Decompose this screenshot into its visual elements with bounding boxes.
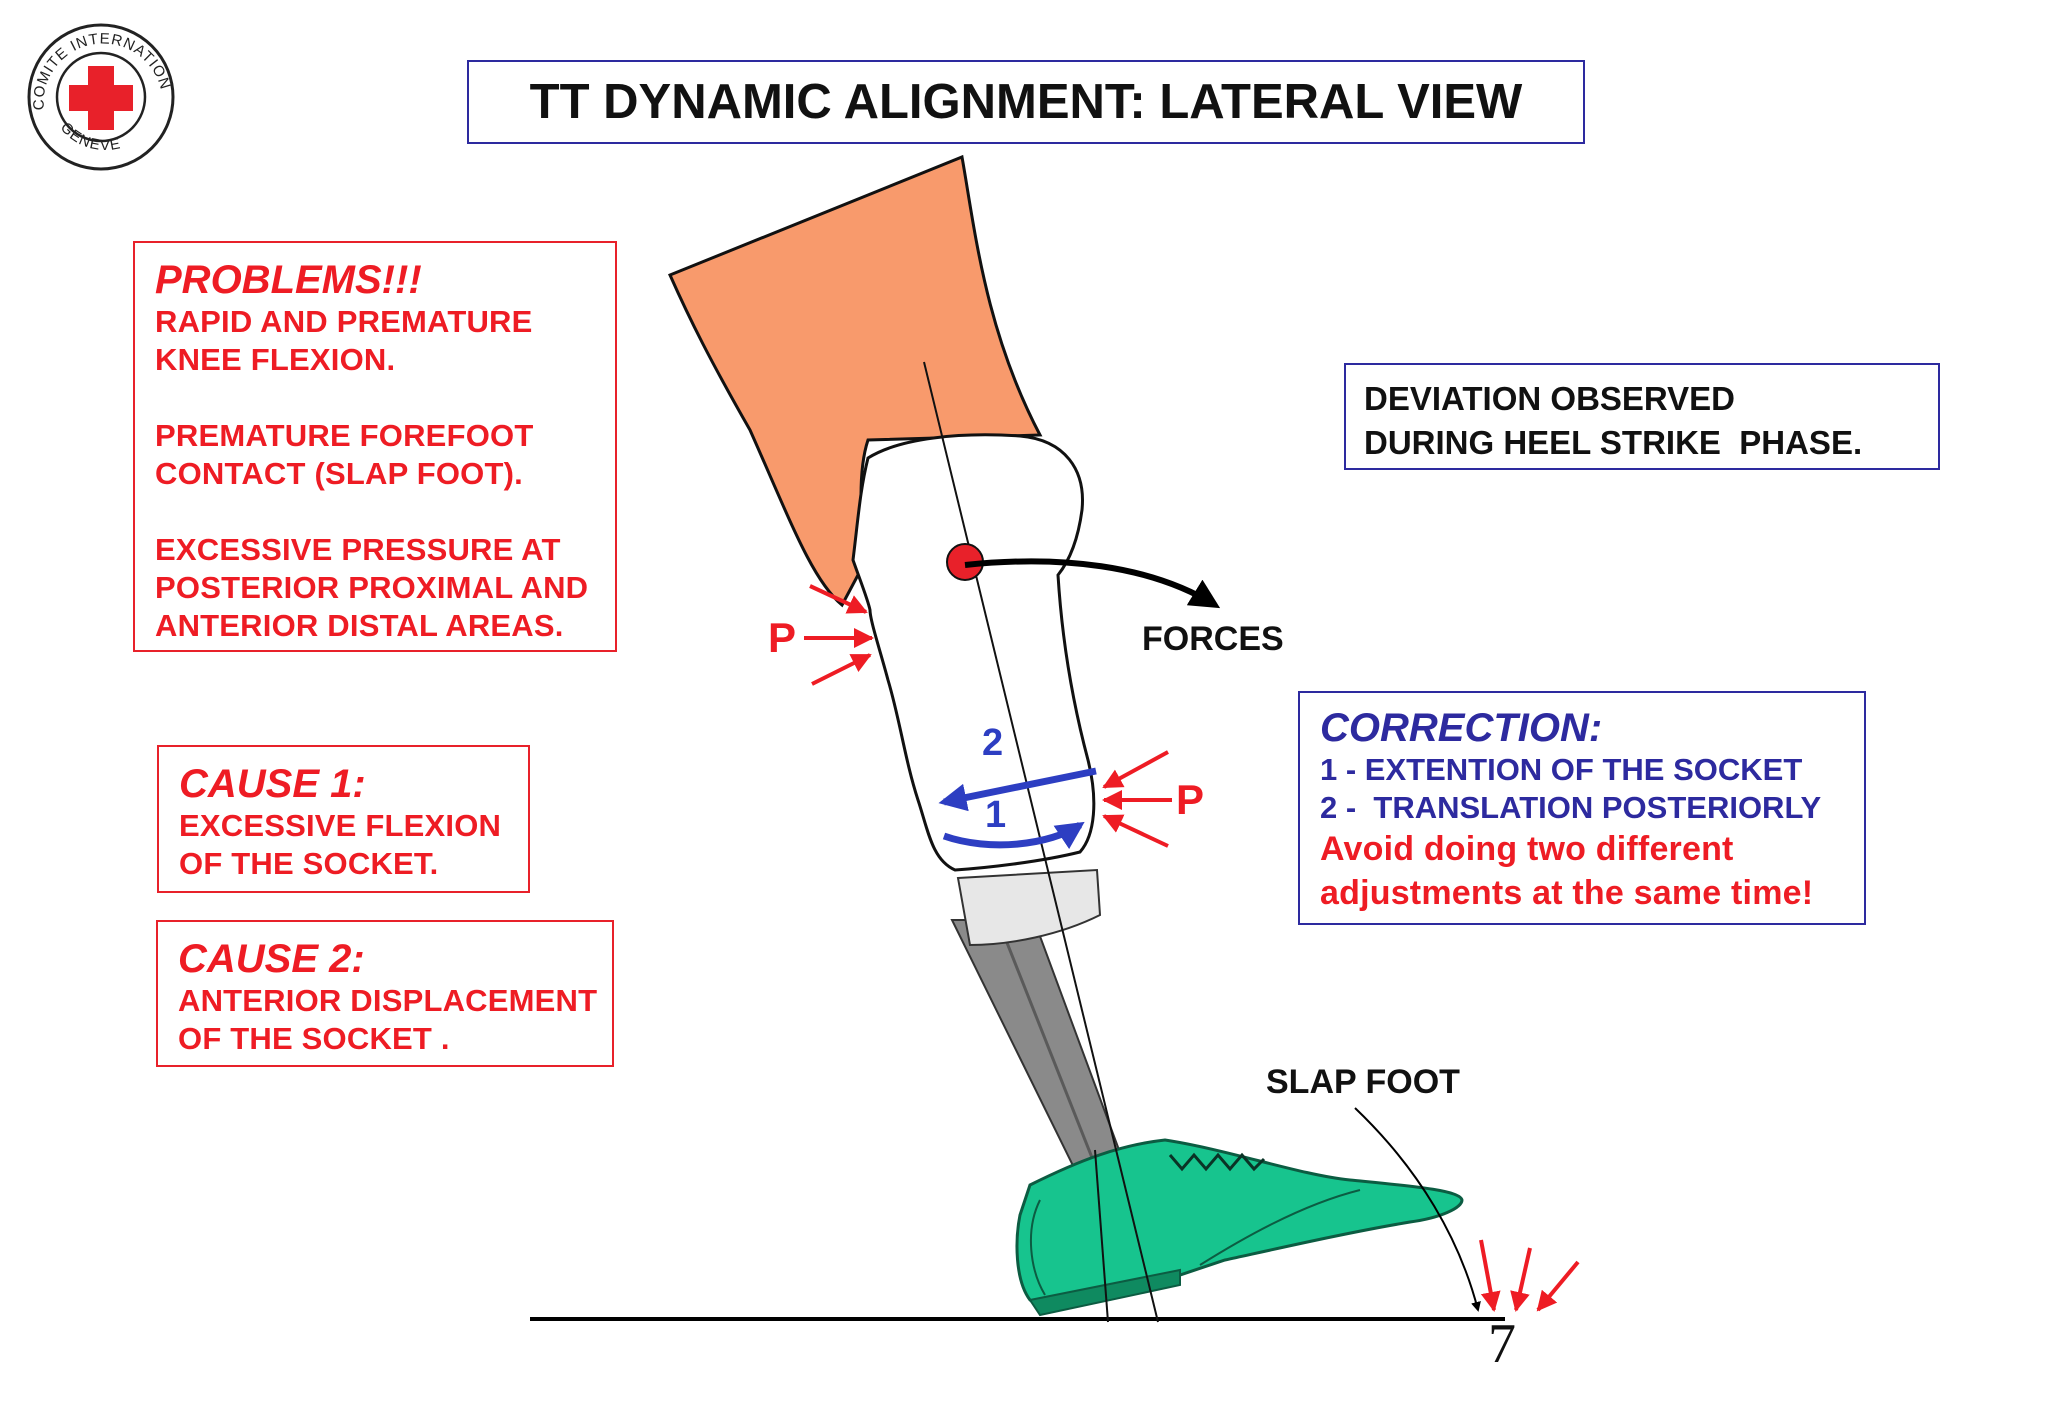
- correction-warning: adjustments at the same time!: [1320, 874, 1814, 912]
- correction-warning: Avoid doing two different: [1320, 830, 1734, 868]
- pressure-anterior-label: P: [1176, 776, 1205, 823]
- pressure-posterior-label: P: [768, 614, 797, 661]
- cause-1-line: OF THE SOCKET.: [179, 846, 439, 881]
- arrow-1-label: 1: [985, 794, 1007, 836]
- red-cross-icon: [69, 66, 133, 130]
- translation-arrow-2: [938, 767, 1097, 812]
- pylon: [950, 919, 1134, 1192]
- correction-item: 1 - EXTENTION OF THE SOCKET: [1320, 752, 1803, 787]
- deviation-box: DEVIATION OBSERVED DURING HEEL STRIKE PH…: [1344, 363, 1940, 470]
- socket-adapter: [956, 868, 1102, 947]
- deviation-line: DEVIATION OBSERVED: [1364, 380, 1736, 417]
- problems-line: [155, 493, 615, 531]
- page-title: TT DYNAMIC ALIGNMENT: LATERAL VIEW: [467, 60, 1585, 144]
- socket: [851, 433, 1096, 872]
- problems-line: RAPID AND PREMATURE: [155, 304, 533, 339]
- cause-2-heading: CAUSE 2:: [178, 937, 365, 981]
- icrc-logo: COMITE INTERNATIONAL GENEVE: [0, 0, 175, 171]
- problems-line: EXCESSIVE PRESSURE AT: [155, 532, 561, 567]
- problems-line: [155, 379, 615, 417]
- problems-line: CONTACT (SLAP FOOT).: [155, 456, 523, 491]
- problems-line: KNEE FLEXION.: [155, 342, 396, 377]
- cause-2-line: ANTERIOR DISPLACEMENT: [178, 983, 598, 1018]
- problems-line: POSTERIOR PROXIMAL AND: [155, 570, 589, 605]
- alignment-line-vertical: [1094, 1149, 1109, 1323]
- problems-heading: PROBLEMS!!!: [155, 258, 422, 302]
- forces-label: FORCES: [1142, 620, 1284, 658]
- deviation-line: DURING HEEL STRIKE PHASE.: [1364, 424, 1863, 461]
- correction-item: 2 - TRANSLATION POSTERIORLY: [1320, 790, 1822, 825]
- slap-foot-pointer: [1354, 1107, 1481, 1312]
- correction-heading: CORRECTION:: [1320, 706, 1603, 750]
- problems-line: PREMATURE FOREFOOT: [155, 418, 534, 453]
- cause-1-line: EXCESSIVE FLEXION: [179, 808, 502, 843]
- forces-arrow: [964, 558, 1221, 609]
- cause-2-box: CAUSE 2: ANTERIOR DISPLACEMENT OF THE SO…: [156, 920, 614, 1067]
- cause-1-box: CAUSE 1: EXCESSIVE FLEXION OF THE SOCKET…: [157, 745, 530, 893]
- slap-foot-label: SLAP FOOT: [1266, 1063, 1460, 1101]
- anterior-pressure-arrows: [1102, 750, 1172, 848]
- problems-box: PROBLEMS!!! RAPID AND PREMATURE KNEE FLE…: [133, 241, 617, 652]
- correction-box: CORRECTION: 1 - EXTENTION OF THE SOCKET …: [1298, 691, 1866, 925]
- shoe: [1015, 1138, 1464, 1317]
- posterior-pressure-arrows: [804, 584, 874, 686]
- problems-line: ANTERIOR DISTAL AREAS.: [155, 608, 564, 643]
- arrow-2-label: 2: [982, 722, 1004, 764]
- page-number: 7: [1488, 1313, 1516, 1375]
- cause-1-heading: CAUSE 1:: [179, 762, 366, 806]
- slap-foot-pressure-arrows: [1479, 1239, 1580, 1312]
- rotation-arrow-1: [942, 821, 1085, 850]
- cause-2-line: OF THE SOCKET .: [178, 1021, 450, 1056]
